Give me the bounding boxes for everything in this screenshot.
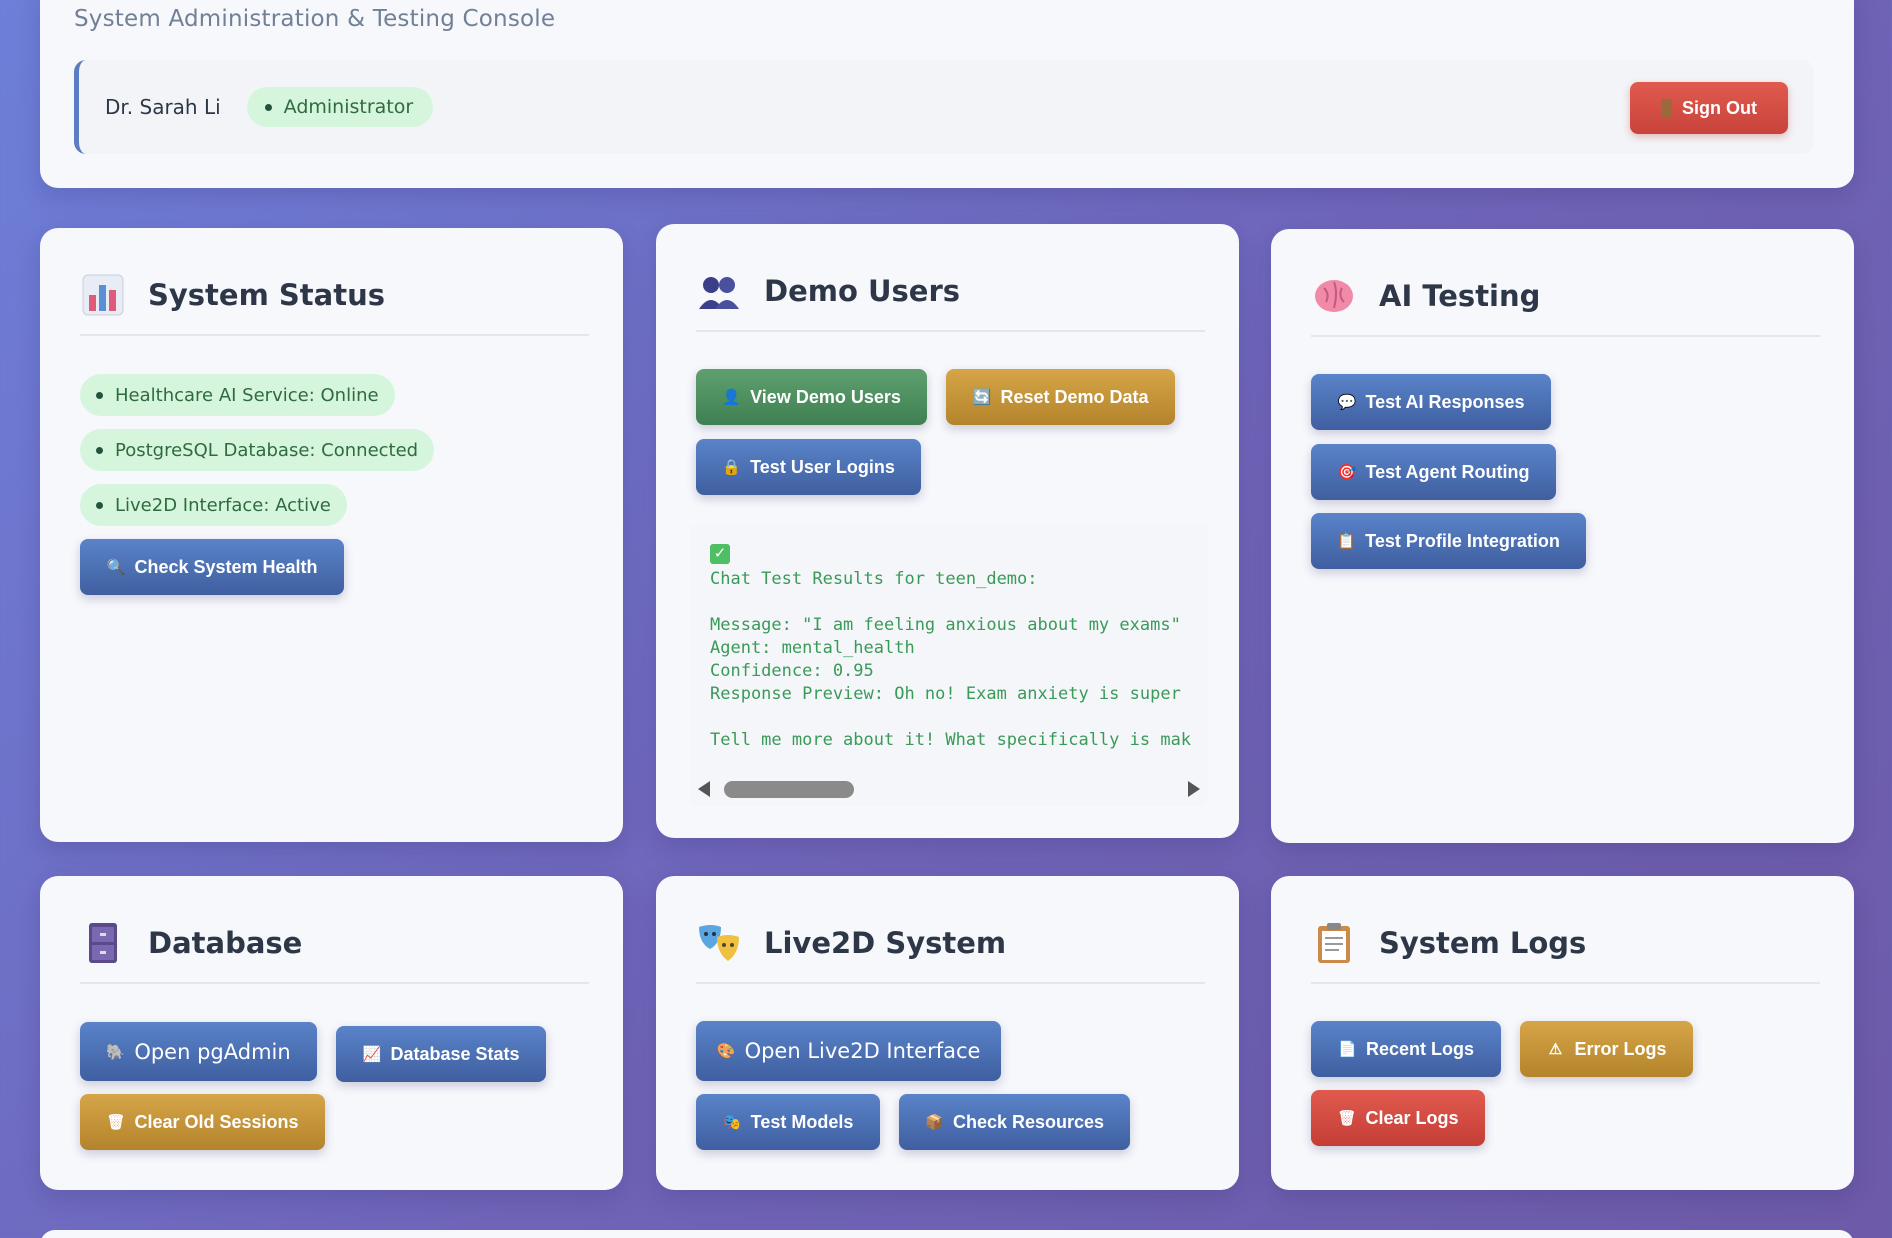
door-icon <box>1661 99 1672 117</box>
checkmark-icon: ✓ <box>710 544 730 567</box>
open-pgadmin-button[interactable]: 🐘 Open pgAdmin <box>80 1022 317 1081</box>
elephant-icon: 🐘 <box>106 1042 125 1061</box>
button-label: Test Agent Routing <box>1365 461 1530 482</box>
live2d-header: Live2D System <box>696 920 1205 984</box>
page-subtitle: System Administration & Testing Console <box>74 6 556 32</box>
button-label: Recent Logs <box>1365 1038 1475 1059</box>
user-info-bar: Dr. Sarah Li Administrator Sign Out <box>74 60 1814 154</box>
demo-users-title: Demo Users <box>764 274 961 308</box>
database-header: Database <box>80 920 589 984</box>
theater-masks-icon <box>696 920 742 966</box>
reset-demo-data-button[interactable]: 🔄 Reset Demo Data <box>946 369 1175 425</box>
system-logs-card: System Logs 📄 Recent Logs ⚠ Error Logs 🗑… <box>1271 876 1854 1190</box>
horizontal-scrollbar[interactable] <box>690 772 1208 806</box>
clear-old-sessions-button[interactable]: 🗑 Clear Old Sessions <box>80 1094 325 1150</box>
status-text: Live2D Interface: Active <box>115 494 331 516</box>
clipboard-icon: 📋 <box>1337 533 1356 550</box>
test-agent-routing-button[interactable]: 🎯 Test Agent Routing <box>1311 444 1556 500</box>
recent-logs-button[interactable]: 📄 Recent Logs <box>1311 1021 1501 1077</box>
status-item-ai-service: Healthcare AI Service: Online <box>80 374 395 416</box>
button-label: Reset Demo Data <box>1000 386 1149 407</box>
test-models-button[interactable]: 🎭 Test Models <box>696 1094 880 1150</box>
role-badge: Administrator <box>246 87 434 127</box>
sign-out-button[interactable]: Sign Out <box>1630 82 1788 134</box>
database-stats-button[interactable]: 📈 Database Stats <box>336 1026 546 1082</box>
status-dot-icon <box>96 446 103 454</box>
document-icon: 📄 <box>1337 1041 1357 1058</box>
error-logs-button[interactable]: ⚠ Error Logs <box>1520 1021 1693 1077</box>
live2d-title: Live2D System <box>764 926 1007 960</box>
button-label: Open Live2D Interface <box>744 1039 981 1063</box>
users-icon <box>696 268 742 314</box>
button-label: Check Resources <box>952 1111 1105 1132</box>
test-profile-integration-button[interactable]: 📋 Test Profile Integration <box>1311 513 1586 569</box>
user-name: Dr. Sarah Li <box>105 95 221 119</box>
button-label: Database Stats <box>390 1043 520 1064</box>
test-ai-responses-button[interactable]: 💬 Test AI Responses <box>1311 374 1551 430</box>
test-results-text: Chat Test Results for teen_demo: Message… <box>710 569 1192 750</box>
ai-testing-title: AI Testing <box>1379 279 1541 313</box>
database-card: Database 🐘 Open pgAdmin 📈 Database Stats… <box>40 876 623 1190</box>
button-label: Test AI Responses <box>1365 391 1525 412</box>
status-dot-icon <box>96 501 103 509</box>
button-label: Clear Old Sessions <box>134 1111 299 1132</box>
system-logs-title: System Logs <box>1379 926 1587 960</box>
trash-icon: 🗑 <box>106 1114 126 1131</box>
system-logs-header: System Logs <box>1311 920 1820 984</box>
scroll-left-icon[interactable] <box>698 781 710 797</box>
scroll-right-icon[interactable] <box>1188 781 1200 797</box>
button-label: Test Profile Integration <box>1365 530 1560 551</box>
ai-testing-card: AI Testing 💬 Test AI Responses 🎯 Test Ag… <box>1271 229 1854 843</box>
button-label: Test Models <box>750 1111 854 1132</box>
status-item-database: PostgreSQL Database: Connected <box>80 429 435 471</box>
test-results-panel[interactable]: ✓ Chat Test Results for teen_demo: Messa… <box>690 524 1208 806</box>
brain-icon <box>1311 273 1357 319</box>
status-text: PostgreSQL Database: Connected <box>115 439 419 461</box>
demo-users-card: Demo Users 👤 View Demo Users 🔄 Reset Dem… <box>656 224 1239 838</box>
button-label: Clear Logs <box>1365 1107 1459 1128</box>
button-label: View Demo Users <box>750 386 901 407</box>
chart-icon: 📈 <box>362 1046 382 1063</box>
refresh-icon: 🔄 <box>972 389 992 406</box>
live2d-card: Live2D System 🎨 Open Live2D Interface 🎭 … <box>656 876 1239 1190</box>
status-dot-icon <box>264 103 272 111</box>
bar-chart-icon <box>80 272 126 318</box>
lock-icon: 🔒 <box>722 459 741 476</box>
button-label: Test User Logins <box>750 456 895 477</box>
status-item-live2d: Live2D Interface: Active <box>80 484 347 526</box>
demo-users-header: Demo Users <box>696 268 1205 332</box>
database-title: Database <box>148 926 303 960</box>
user-icon: 👤 <box>722 389 741 406</box>
warning-icon: ⚠ <box>1548 1041 1563 1058</box>
button-label: Check System Health <box>134 556 318 577</box>
palette-icon: 🎨 <box>716 1042 736 1060</box>
trash-icon: 🗑 <box>1337 1110 1357 1127</box>
system-status-header: System Status <box>80 272 589 336</box>
open-live2d-interface-button[interactable]: 🎨 Open Live2D Interface <box>696 1021 1001 1081</box>
target-icon: 🎯 <box>1337 464 1357 481</box>
test-user-logins-button[interactable]: 🔒 Test User Logins <box>696 439 921 495</box>
view-demo-users-button[interactable]: 👤 View Demo Users <box>696 369 927 425</box>
next-card-edge <box>40 1230 1854 1238</box>
button-label: Open pgAdmin <box>134 1039 291 1064</box>
system-status-title: System Status <box>148 278 385 312</box>
package-icon: 📦 <box>924 1114 944 1131</box>
system-status-card: System Status Healthcare AI Service: Onl… <box>40 228 623 842</box>
role-label: Administrator <box>283 96 414 118</box>
clipboard-icon <box>1311 920 1357 966</box>
sign-out-label: Sign Out <box>1682 97 1757 118</box>
scroll-thumb[interactable] <box>724 781 854 798</box>
button-label: Error Logs <box>1574 1038 1667 1059</box>
magnifier-icon: 🔍 <box>106 559 126 576</box>
header-card: System Administration & Testing Console … <box>40 0 1854 188</box>
file-cabinet-icon <box>80 920 126 966</box>
clear-logs-button[interactable]: 🗑 Clear Logs <box>1311 1090 1485 1146</box>
ai-testing-header: AI Testing <box>1311 273 1820 337</box>
status-dot-icon <box>96 391 103 399</box>
check-resources-button[interactable]: 📦 Check Resources <box>899 1094 1130 1150</box>
status-text: Healthcare AI Service: Online <box>115 384 379 406</box>
masks-icon: 🎭 <box>722 1114 742 1131</box>
check-system-health-button[interactable]: 🔍 Check System Health <box>80 539 344 595</box>
speech-bubble-icon: 💬 <box>1337 394 1357 411</box>
